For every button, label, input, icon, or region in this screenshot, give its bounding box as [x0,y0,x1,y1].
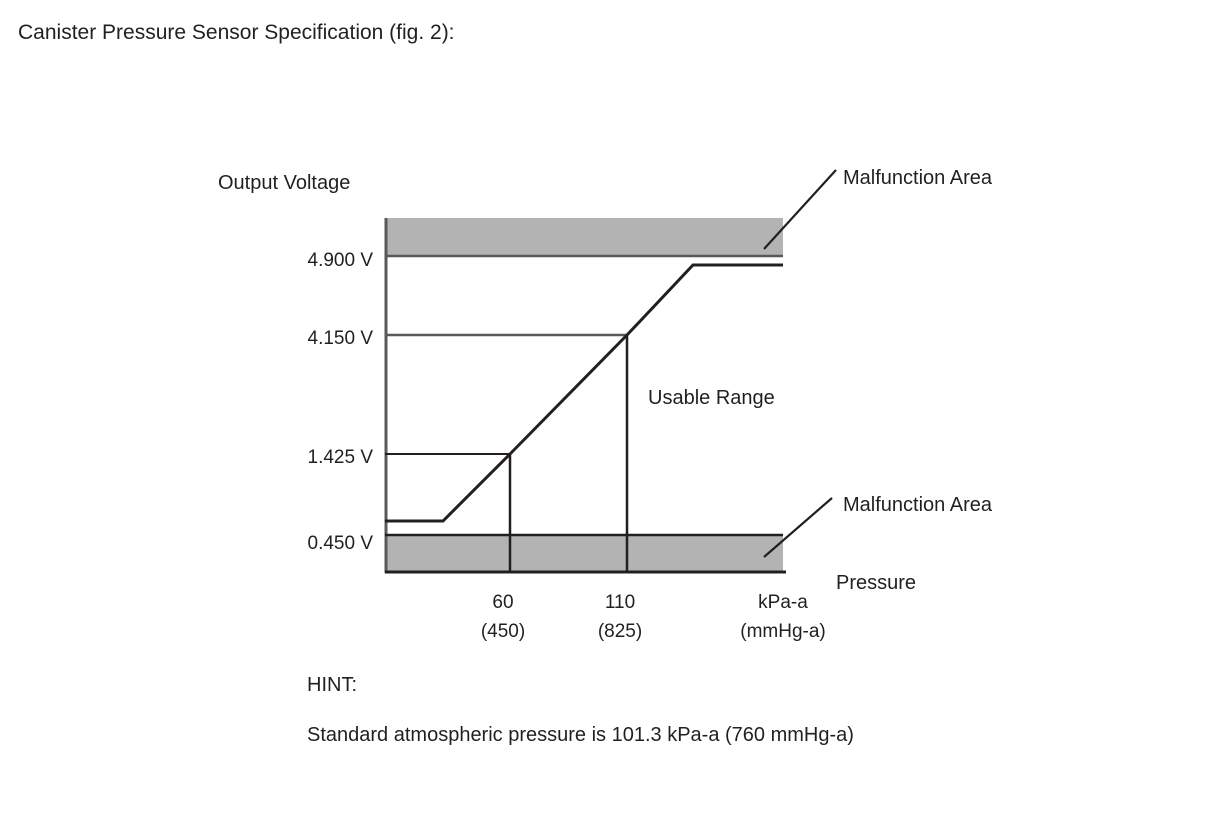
y-tick-label-4150v: 4.150 V [308,328,374,349]
hint-body: Standard atmospheric pressure is 101.3 k… [307,724,854,746]
y-axis-title: Output Voltage [218,172,350,194]
x-tick-label-450-mmhg: (450) [481,621,525,642]
malfunction-area-lower-band [385,535,783,572]
sensor-output-curve [385,263,783,523]
x-tick-label-60-kpa: 60 [492,592,513,613]
x-axis-title: Pressure [836,572,916,594]
annotation-malfunction-area-lower: Malfunction Area [843,494,993,516]
malfunction-area-upper-band [385,218,783,256]
x-tick-label-110-kpa: 110 [605,592,635,613]
x-axis-unit-kpa: kPa-a [758,592,808,613]
y-tick-label-1425v: 1.425 V [308,447,374,468]
hint-heading: HINT: [307,674,357,696]
annotation-malfunction-area-upper: Malfunction Area [843,167,993,189]
annotation-usable-range: Usable Range [648,387,775,409]
y-tick-label-4900v: 4.900 V [308,250,374,271]
x-axis-unit-mmhg: (mmHg-a) [740,621,826,642]
leader-line-malfunction-lower [763,497,833,558]
x-tick-label-825-mmhg: (825) [598,621,642,642]
leader-line-malfunction-upper [763,169,837,250]
page-title: Canister Pressure Sensor Specification (… [18,21,455,44]
y-tick-label-0450v: 0.450 V [308,533,374,554]
